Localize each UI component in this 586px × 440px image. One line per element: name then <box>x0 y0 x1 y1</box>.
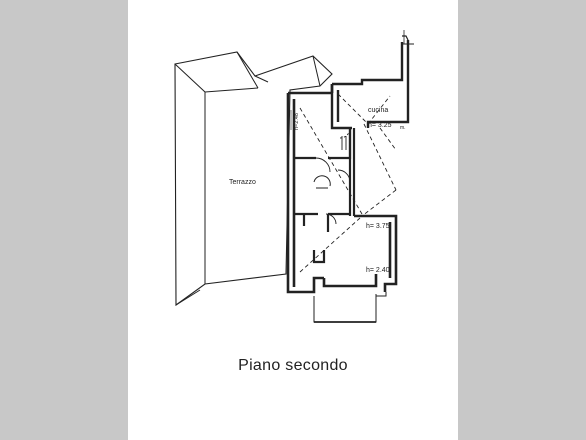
floor-plan-drawing: Terrazzo cucina h= 3.25 m. h=2.48 h= 3.7… <box>174 30 414 323</box>
kitchen-height-unit: m. <box>400 125 406 131</box>
kitchen-height-label: h= 3.25 <box>368 122 392 129</box>
side-height-label: h=2.48 <box>294 113 300 130</box>
plan-caption: Piano secondo <box>238 357 348 374</box>
kitchen-label: cucina <box>368 107 388 114</box>
terrace-label: Terrazzo <box>229 179 256 186</box>
interior-partitions <box>294 128 356 264</box>
mid-height-label: h= 3.75 <box>366 223 390 230</box>
spiral-stair <box>313 175 331 189</box>
balcony <box>313 292 387 323</box>
dashed-roof-lines <box>299 93 397 273</box>
apartment-walls <box>286 84 398 294</box>
terrace-roof <box>174 51 333 307</box>
door-swings <box>315 127 351 225</box>
kitchen-block <box>330 30 414 130</box>
floor-plan-sheet: Terrazzo cucina h= 3.25 m. h=2.48 h= 3.7… <box>128 0 458 440</box>
low-height-label: h= 2.40 <box>366 267 390 274</box>
